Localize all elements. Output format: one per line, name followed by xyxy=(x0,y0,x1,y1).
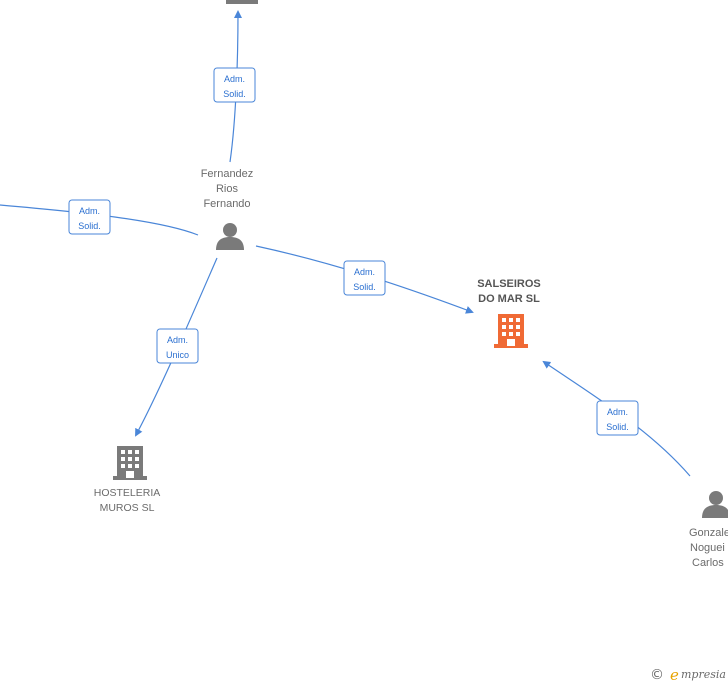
footer-brand: © e mpresia xyxy=(650,666,726,684)
node-gonzalez-noguei-carlos[interactable]: Gonzalez Noguei Carlos xyxy=(689,491,728,569)
node-label-line: Fernandez xyxy=(201,168,254,180)
edge-label-left-fernandez[interactable]: Adm. Solid. xyxy=(68,199,111,235)
node-label-line: MUROS SL xyxy=(100,502,155,514)
edge-label-line: Unico xyxy=(166,350,189,360)
edges xyxy=(0,10,691,477)
edge-label-line: Solid. xyxy=(223,89,246,99)
node-top-company[interactable] xyxy=(226,0,258,4)
node-label-line: Gonzalez xyxy=(689,527,728,539)
building-icon xyxy=(113,446,147,480)
edge-label-line: Adm. xyxy=(224,74,245,84)
building-icon xyxy=(226,0,258,4)
edge-label-line: Adm. xyxy=(79,206,100,216)
node-label-line: SALSEIROS xyxy=(477,278,541,290)
edge-label-fernandez-top[interactable]: Adm. Solid. xyxy=(213,67,256,103)
brand-name: mpresia xyxy=(681,668,726,681)
node-hosteleria-muros[interactable]: HOSTELERIA MUROS SL xyxy=(94,446,161,514)
edge-label-gonzalez-salseiros[interactable]: Adm. Solid. xyxy=(596,400,639,436)
edge-label-line: Solid. xyxy=(353,282,376,292)
node-label-line: HOSTELERIA xyxy=(94,487,161,499)
node-salseiros-do-mar[interactable]: SALSEIROS DO MAR SL xyxy=(477,278,541,348)
person-icon xyxy=(216,223,244,250)
edge-label-line: Adm. xyxy=(607,407,628,417)
node-label-line: DO MAR SL xyxy=(478,293,540,305)
edge-label-line: Adm. xyxy=(167,335,188,345)
node-label-line: Noguei xyxy=(690,542,725,554)
edge-label-fernandez-hosteleria[interactable]: Adm. Unico xyxy=(156,328,199,364)
copyright-icon: © xyxy=(650,667,664,683)
node-label-line: Rios xyxy=(216,183,239,195)
brand-initial: e xyxy=(670,666,679,684)
node-fernandez-rios-fernando[interactable]: Fernandez Rios Fernando xyxy=(201,168,254,250)
node-label-line: Carlos xyxy=(692,557,724,569)
edge-label-line: Solid. xyxy=(606,422,629,432)
edge-left-fernandez[interactable] xyxy=(0,204,199,236)
building-icon xyxy=(494,314,528,348)
edge-label-line: Solid. xyxy=(78,221,101,231)
node-label-line: Fernando xyxy=(203,198,250,210)
edge-label-fernandez-salseiros[interactable]: Adm. Solid. xyxy=(343,260,386,296)
edge-label-line: Adm. xyxy=(354,267,375,277)
person-icon xyxy=(702,491,728,518)
